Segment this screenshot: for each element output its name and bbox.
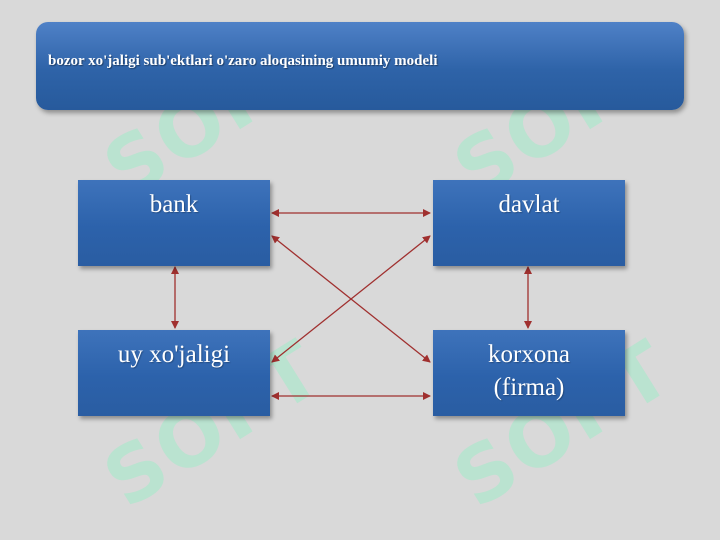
- node-davlat-label: davlat: [498, 191, 560, 218]
- diagram-title: bozor xo'jaligi sub'ektlari o'zaro aloqa…: [48, 52, 438, 69]
- node-bank: bank: [78, 180, 270, 266]
- node-household: uy xo'jaligi: [78, 330, 270, 416]
- node-firm-label-line2: (firma): [493, 374, 565, 401]
- node-household-label: uy xo'jaligi: [117, 341, 231, 368]
- node-firm: korxona (firma): [433, 330, 625, 416]
- node-firm-label-line1: korxona: [488, 341, 570, 368]
- node-bank-label: bank: [149, 191, 199, 218]
- arrow-davlat-household: [271, 235, 431, 363]
- title-bar: bozor xo'jaligi sub'ektlari o'zaro aloqa…: [36, 22, 684, 110]
- node-davlat: davlat: [433, 180, 625, 266]
